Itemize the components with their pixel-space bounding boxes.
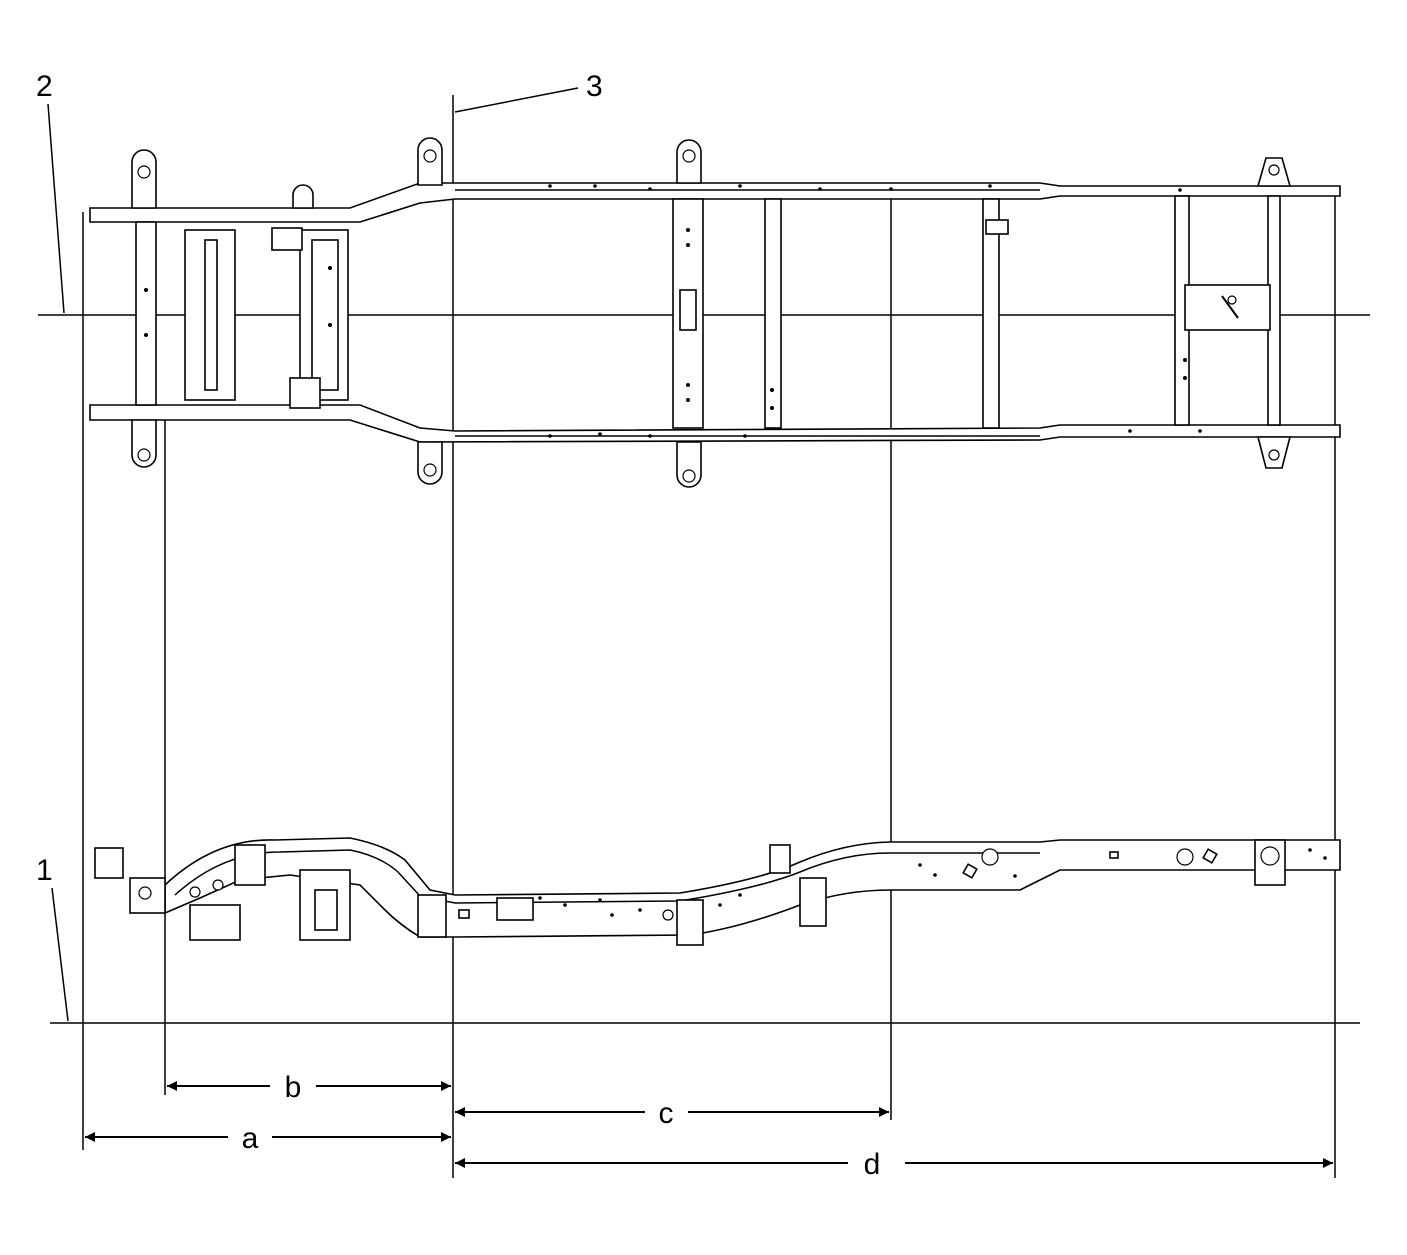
callout-leader-2 (47, 103, 65, 314)
front-bumper-mount-side (94, 847, 124, 879)
dim-label-b: b (285, 1071, 302, 1104)
callout-label-2: 2 (36, 70, 53, 103)
dim-label-a: a (242, 1122, 259, 1155)
reference-lines (38, 95, 1370, 1178)
frame-side-view (94, 837, 1341, 946)
callouts: 1 2 3 (36, 70, 603, 1022)
side-hole-dots (538, 848, 1327, 917)
crossmember-4 (982, 198, 1000, 429)
lower-side-rail (89, 404, 1341, 443)
body-mount-lower-1 (417, 441, 443, 485)
dim-label-c: c (659, 1097, 674, 1130)
front-crossmember (135, 221, 157, 406)
dimensions: b c a d (85, 1071, 1333, 1181)
front-bracket-upper (131, 149, 157, 209)
callout-leader-1 (51, 887, 69, 1022)
frame-top-view (89, 137, 1341, 488)
body-mount-upper-3 (292, 184, 314, 209)
dim-label-d: d (864, 1148, 881, 1181)
upper-side-rail (89, 182, 1341, 223)
crossmember-3 (764, 198, 782, 429)
callout-label-1: 1 (36, 854, 53, 887)
hitch-plate (1184, 284, 1271, 331)
rail-hole-dots (144, 184, 1202, 438)
callout-leader-3 (454, 87, 579, 113)
callout-label-3: 3 (586, 70, 603, 103)
